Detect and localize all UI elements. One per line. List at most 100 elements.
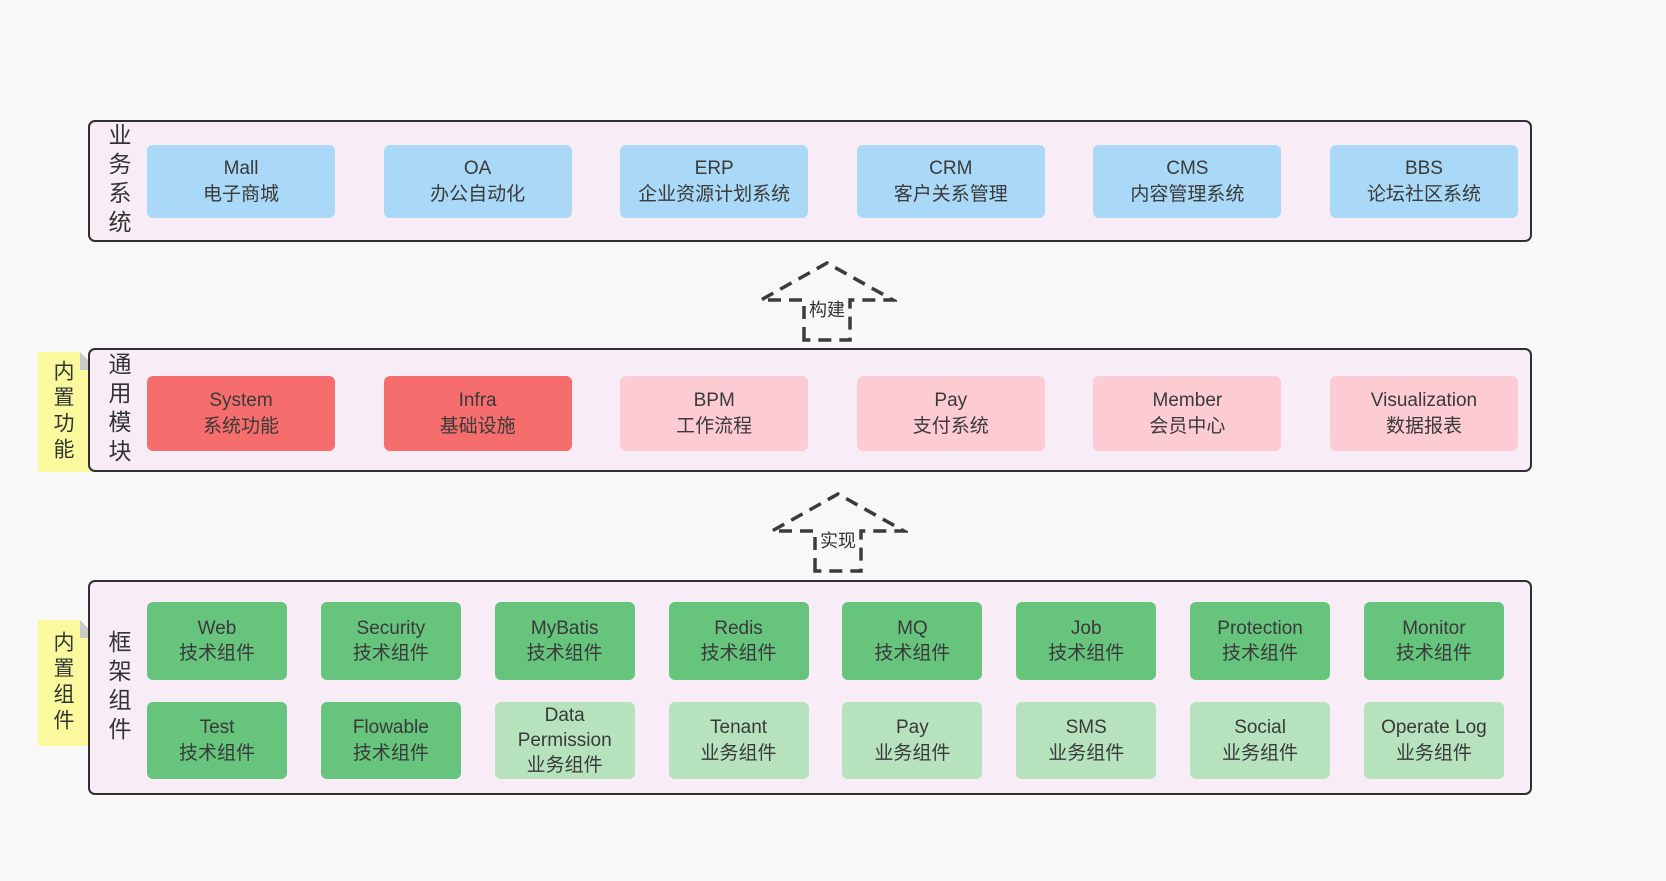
arrow-implement-label: 实现 [818,527,858,553]
framework-box-row-1: Web 技术组件 Security 技术组件 MyBatis 技术组件 Redi… [147,602,1504,680]
box-title: BPM [693,390,735,412]
box-title: CMS [1166,158,1209,180]
dashed-up-arrow-icon [768,491,908,573]
box-subtitle: 技术组件 [700,643,777,664]
box-subtitle: 技术组件 [874,643,951,664]
box-title: ERP [694,158,734,180]
box-title: Tenant [710,717,768,739]
box-title: CRM [929,158,973,180]
box-mybatis: MyBatis 技术组件 [494,602,635,680]
box-title: MyBatis [530,617,599,639]
box-title: Operate Log [1381,717,1487,739]
box-subtitle: 技术组件 [178,742,255,764]
box-subtitle: 基础设施 [439,415,516,437]
box-subtitle: 业务组件 [526,755,603,777]
common-box-row: System 系统功能 Infra 基础设施 BPM 工作流程 Pay 支付系统… [147,376,1518,451]
box-mall: Mall 电子商城 [147,145,335,218]
box-pay-module: Pay 支付系统 [856,376,1045,451]
box-infra: Infra 基础设施 [383,376,572,451]
box-redis: Redis 技术组件 [668,602,809,680]
box-web: Web 技术组件 [147,602,287,680]
dashed-up-arrow-icon [757,260,897,342]
box-crm: CRM 客户关系管理 [856,145,1045,218]
box-subtitle: 技术组件 [352,742,429,764]
box-cms: CMS 内容管理系统 [1093,145,1282,218]
box-subtitle: 系统功能 [202,415,279,437]
panel-common-modules: 通用模块 System 系统功能 Infra 基础设施 BPM 工作流程 Pay… [88,348,1532,472]
box-mq: MQ 技术组件 [842,602,983,680]
box-title: Redis [714,617,763,639]
box-subtitle: 业务组件 [1222,742,1299,764]
box-title: System [209,390,273,412]
panel-common-label: 通用模块 [105,352,131,468]
box-job: Job 技术组件 [1016,602,1157,680]
box-title: Infra [458,390,497,412]
box-subtitle: 技术组件 [526,643,603,664]
box-title: Protection [1217,617,1303,639]
box-system: System 系统功能 [147,376,335,451]
box-title: OA [463,158,492,180]
box-title: Security [356,617,426,639]
box-subtitle: 技术组件 [178,643,255,664]
box-subtitle: 技术组件 [1048,643,1125,664]
box-title: Social [1234,717,1286,739]
box-subtitle: 业务组件 [874,742,951,764]
box-title: Pay [934,390,968,412]
box-title: Job [1070,617,1102,639]
box-security: Security 技术组件 [320,602,461,680]
box-bpm: BPM 工作流程 [620,376,809,451]
box-monitor: Monitor 技术组件 [1363,602,1504,680]
box-title: Data Permission [517,704,612,751]
box-protection: Protection 技术组件 [1190,602,1331,680]
box-title: Monitor [1402,617,1466,639]
box-subtitle: 业务组件 [1395,742,1472,764]
box-bbs: BBS 论坛社区系统 [1329,145,1518,218]
panel-business-systems: 业务系统 Mall 电子商城 OA 办公自动化 ERP 企业资源计划系统 CRM… [88,120,1532,242]
arrow-build-label: 构建 [807,296,847,322]
box-tenant: Tenant 业务组件 [668,702,809,779]
box-oa: OA 办公自动化 [383,145,572,218]
arrow-build: 构建 [757,256,897,342]
sticky-built-in-features-label: 内置功能 [51,360,74,464]
box-test: Test 技术组件 [147,702,287,779]
box-flowable: Flowable 技术组件 [320,702,461,779]
box-subtitle: 论坛社区系统 [1366,183,1481,205]
box-subtitle: 客户关系管理 [893,183,1008,205]
sticky-built-in-components-label: 内置组件 [51,631,74,735]
box-subtitle: 技术组件 [1222,643,1299,664]
box-subtitle: 业务组件 [700,742,777,764]
business-box-row: Mall 电子商城 OA 办公自动化 ERP 企业资源计划系统 CRM 客户关系… [147,145,1518,218]
box-subtitle: 支付系统 [912,415,989,437]
panel-business-label: 业务系统 [105,123,131,239]
box-title: SMS [1065,717,1107,739]
box-erp: ERP 企业资源计划系统 [620,145,809,218]
box-title: Pay [896,717,929,739]
panel-framework-components: 框架组件 Web 技术组件 Security 技术组件 MyBatis 技术组件… [88,580,1532,795]
box-title: Member [1152,390,1223,412]
box-operate-log: Operate Log 业务组件 [1363,702,1504,779]
box-subtitle: 技术组件 [1395,643,1472,664]
box-subtitle: 工作流程 [676,415,753,437]
box-member: Member 会员中心 [1093,376,1282,451]
box-subtitle: 会员中心 [1149,415,1226,437]
box-subtitle: 办公自动化 [430,183,526,205]
box-pay-component: Pay 业务组件 [842,702,983,779]
box-title: Flowable [352,717,429,739]
box-subtitle: 内容管理系统 [1130,183,1245,205]
box-title: Test [199,717,235,739]
box-title: Web [197,617,237,639]
box-subtitle: 技术组件 [352,643,429,664]
box-title: MQ [897,617,928,639]
framework-box-row-2: Test 技术组件 Flowable 技术组件 Data Permission … [147,702,1504,779]
box-subtitle: 业务组件 [1048,742,1125,764]
box-visualization: Visualization 数据报表 [1329,376,1518,451]
box-social: Social 业务组件 [1190,702,1331,779]
box-title: Visualization [1370,390,1478,412]
box-subtitle: 企业资源计划系统 [638,183,791,205]
box-data-permission: Data Permission 业务组件 [494,702,635,779]
arrow-implement: 实现 [768,487,908,573]
box-title: BBS [1404,158,1443,180]
box-title: Mall [223,158,259,180]
box-subtitle: 电子商城 [202,183,279,205]
